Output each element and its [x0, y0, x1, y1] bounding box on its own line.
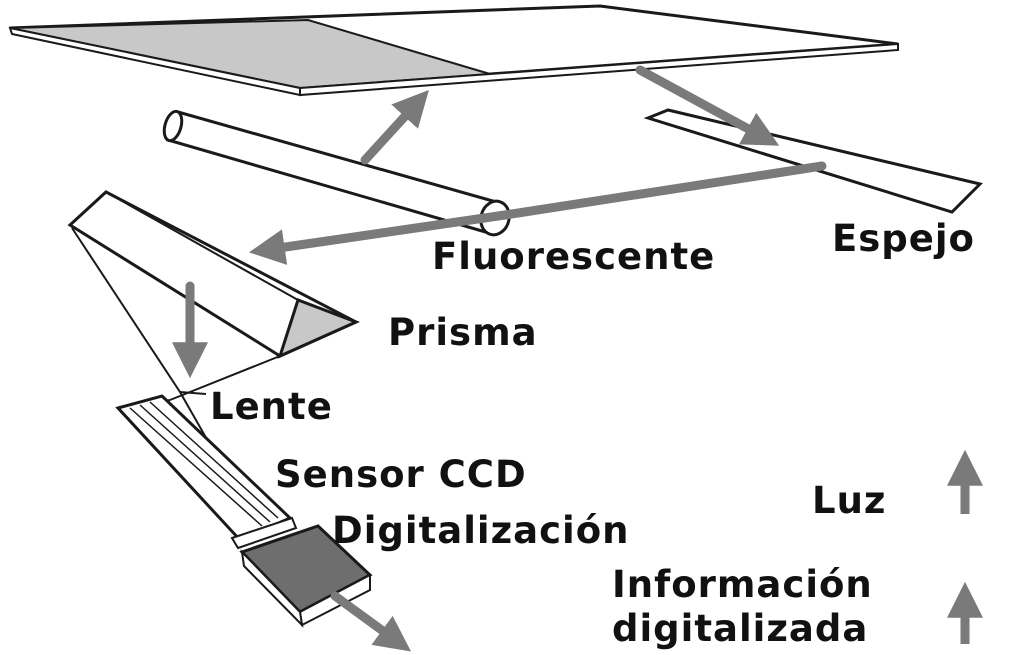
ccd-sensor	[115, 394, 298, 550]
light-line-mirror-to-prism	[500, 161, 827, 220]
legend-label-informacion: Información	[612, 563, 873, 606]
fluorescent-tube	[162, 109, 511, 237]
label-sensor-ccd: Sensor CCD	[275, 453, 527, 496]
label-espejo: Espejo	[832, 217, 975, 260]
document-glass	[8, 4, 899, 97]
label-prisma: Prisma	[388, 311, 538, 354]
label-digitalizacion: Digitalización	[332, 509, 630, 552]
mirror	[643, 108, 983, 214]
light-arrow-glass-to-mirror	[635, 65, 780, 146]
light-path	[172, 65, 827, 652]
legend-label-digitalizada: digitalizada	[612, 607, 869, 650]
label-fluorescente: Fluorescente	[432, 235, 716, 278]
legend-label-luz: Luz	[812, 479, 887, 522]
light-arrow-to-prism	[248, 210, 510, 265]
prism	[67, 190, 360, 359]
light-arrow-tube-to-glass	[360, 90, 429, 165]
data-arrow-out	[330, 591, 412, 652]
label-lente: Lente	[210, 385, 333, 428]
